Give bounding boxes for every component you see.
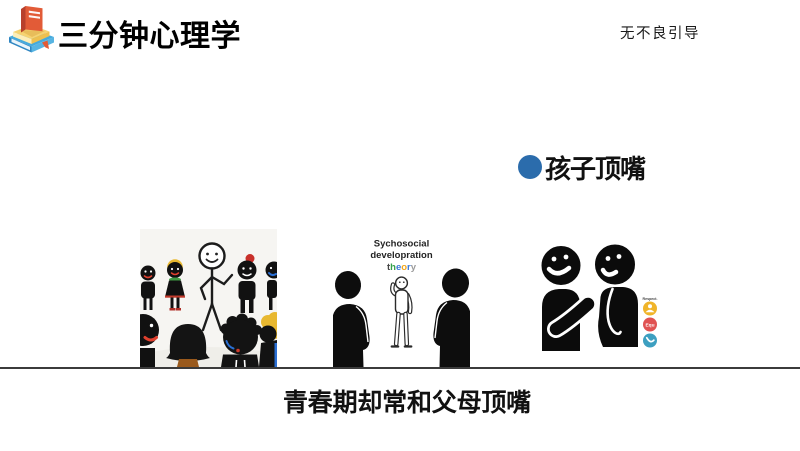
theory-word: theory [387, 262, 417, 273]
kid-a [140, 265, 156, 310]
theory-line2: developration [370, 250, 432, 261]
caption-text: 青春期却常和父母顶嘴 [282, 389, 531, 417]
user-badge [643, 301, 657, 316]
kid-b [165, 259, 185, 311]
thinking-figure [390, 276, 413, 348]
illustration-handshake-card: Respect. Equ [528, 229, 664, 367]
illustration-kids-group [140, 229, 277, 367]
theory-line1: Sychosocial [374, 239, 429, 250]
bullet-label: 孩子顶嘴 [545, 153, 646, 184]
kid-d [265, 261, 277, 310]
badges-label: Respect. [643, 297, 658, 301]
brand-books-logo-icon [7, 4, 57, 56]
equ-badge-text: Equ [645, 322, 654, 328]
stick-figure [198, 242, 234, 332]
kid-f [166, 324, 210, 367]
illustration-theory-card: Sychosocial developration theory [333, 229, 470, 367]
kid-g [220, 313, 262, 367]
equ-badge [643, 317, 657, 332]
bullet-dot-icon [518, 155, 542, 179]
kid-c [237, 254, 257, 313]
brand-title: 三分钟心理学 [58, 20, 241, 53]
kid-e [140, 314, 159, 367]
baseline-divider [0, 367, 800, 369]
watermark-text: 无不良引导 [620, 26, 700, 42]
kid-h [259, 312, 277, 367]
bullet-point: 孩子顶嘴 [518, 152, 646, 184]
